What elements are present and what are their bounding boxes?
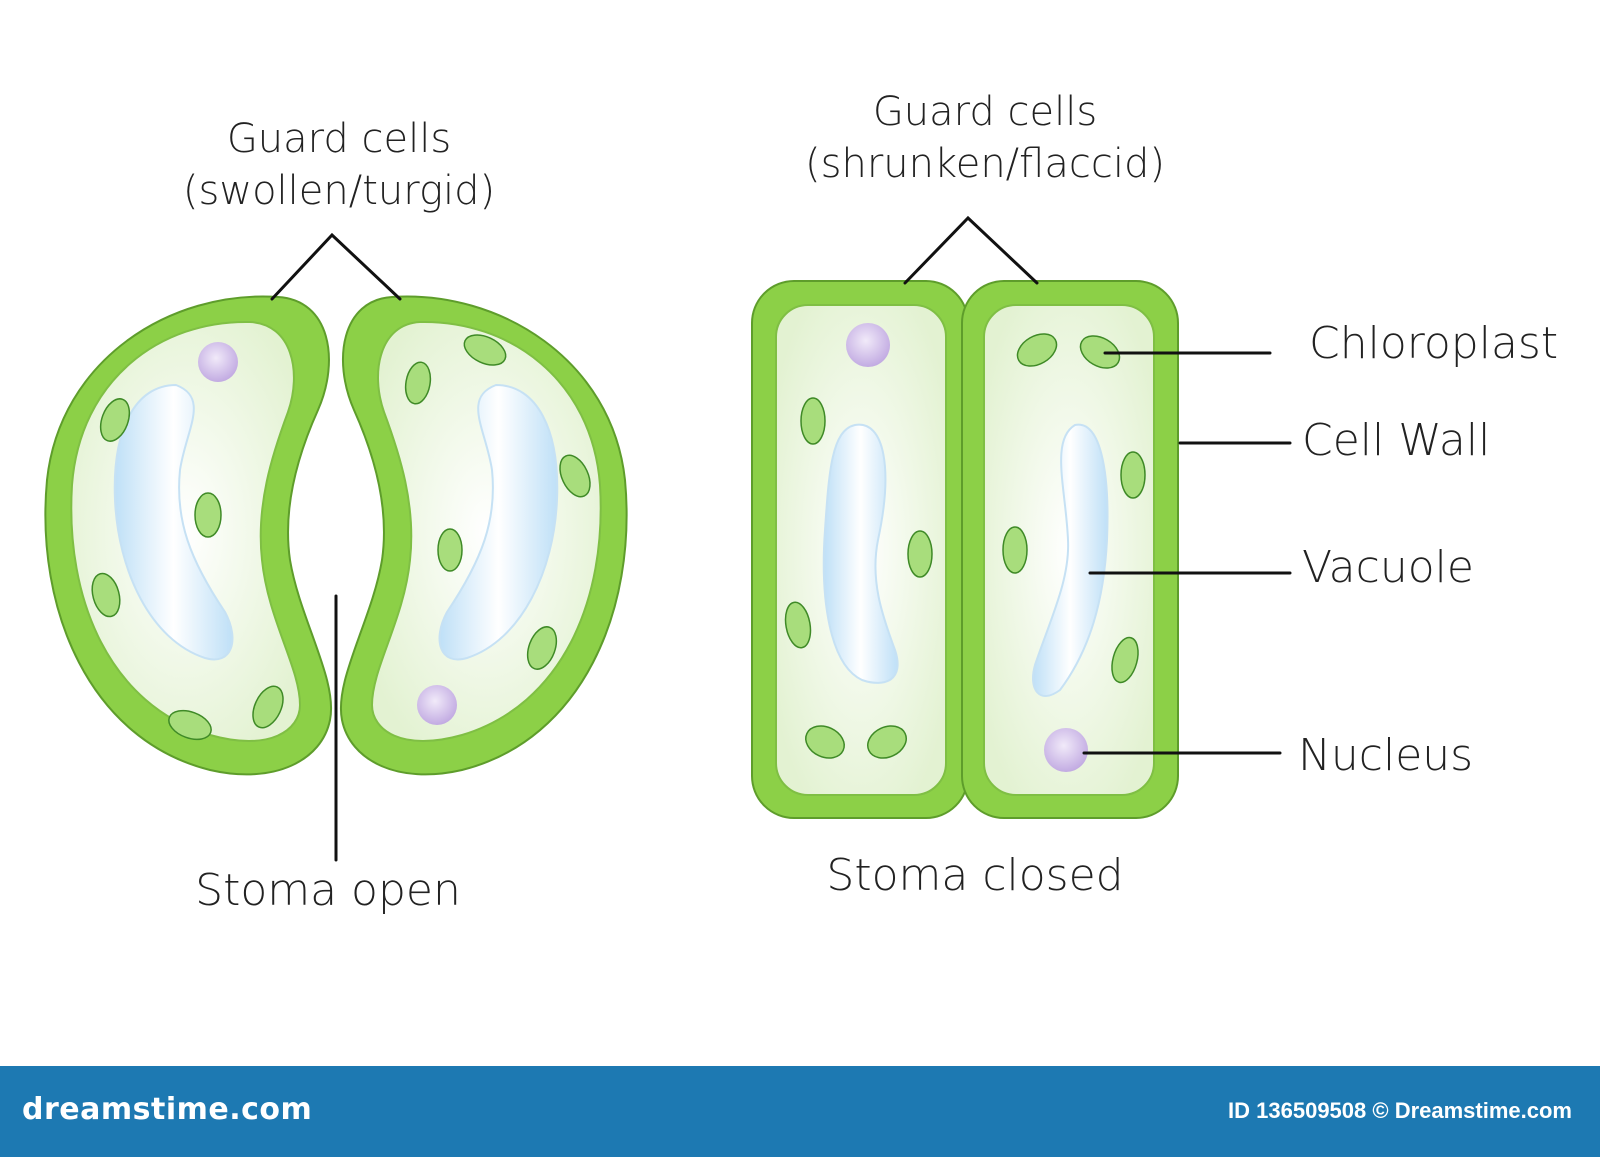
chloroplast [194,492,222,538]
chloroplast-label: Chloroplast [1309,318,1558,369]
chloroplast [1002,526,1028,574]
guard-cells-closed-title: Guard cells [873,89,1097,135]
chloroplast [526,626,558,670]
chloroplast [1120,451,1146,499]
guard-cell-right-flaccid [961,280,1179,819]
vacuole [822,423,899,684]
chloroplast [1016,333,1058,367]
chloroplast [805,725,845,759]
guard-cells-open-subtitle: (swollen/turgid) [183,168,495,214]
vacuole [1032,423,1109,697]
guard-cell-left-flaccid [751,280,969,819]
nucleus [417,685,457,725]
chloroplast [907,530,933,578]
chloroplast [784,601,812,649]
chloroplast [1111,636,1139,684]
image-id-text: ID 136509508 © Dreamstime.com [1228,1098,1572,1123]
guard-cell-right-turgid [339,295,628,776]
stoma-closed-label: Stoma closed [826,850,1123,901]
chloroplast [800,397,826,445]
guard-cell-left-turgid [44,295,333,776]
chloroplast [1079,335,1121,369]
nucleus [846,323,890,367]
guard-cells-open-leader [270,232,402,301]
chloroplast [437,528,463,572]
chloroplast [252,685,284,729]
chloroplast [99,398,131,442]
brand-logo: dreamstime.com [22,1092,313,1127]
nucleus [198,342,238,382]
vacuole-label: Vacuole [1302,542,1474,593]
chloroplast [91,572,121,618]
vacuole [113,383,234,661]
watermark-footer: dreamstime.com ID 136509508 © Dreamstime… [0,1066,1600,1157]
open-stoma-group: Guard cells (swollen/turgid) Stoma open [44,116,628,916]
nucleus-label: Nucleus [1298,730,1473,781]
stomata-diagram: Guard cells (swollen/turgid) Stoma open [44,89,1558,916]
closed-stoma-group: Guard cells (shrunken/flaccid) Stoma clo… [751,89,1558,901]
cell-wall-label: Cell Wall [1302,415,1490,466]
chloroplast [867,725,907,759]
vacuole [438,383,559,661]
stoma-open-label: Stoma open [195,865,461,916]
chloroplast [168,709,212,741]
guard-cells-open-title: Guard cells [227,116,451,162]
chloroplast [463,334,507,366]
guard-cells-closed-subtitle: (shrunken/flaccid) [805,141,1165,187]
chloroplast [404,361,432,405]
chloroplast [559,454,591,498]
guard-cells-closed-leader [903,215,1039,285]
nucleus [1044,728,1088,772]
